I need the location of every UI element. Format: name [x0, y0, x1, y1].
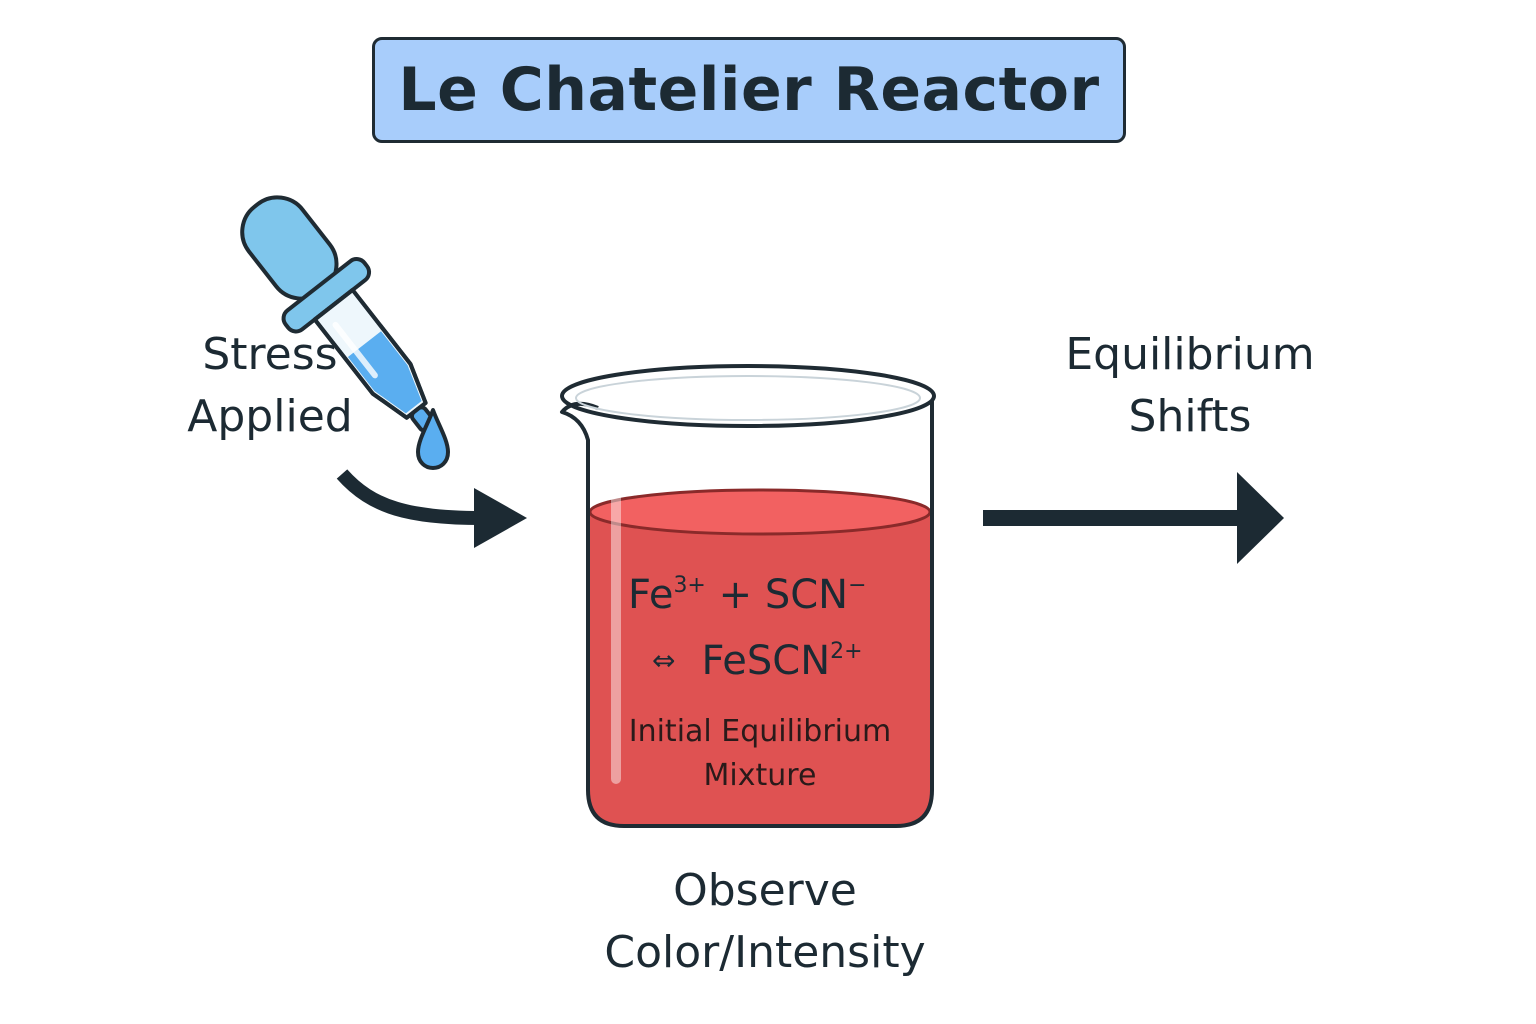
shift-line-1: Equilibrium	[1065, 329, 1315, 380]
reactant-iron: Fe	[628, 572, 674, 618]
observe-line-1: Observe	[673, 865, 857, 916]
reactant-thiocyanate-charge: −	[848, 573, 867, 598]
observe-label: Observe Color/Intensity	[540, 860, 990, 984]
page-title: Le Chatelier Reactor	[398, 55, 1100, 125]
title-box: Le Chatelier Reactor	[372, 37, 1126, 143]
reaction-equation-line-1: Fe3+ + SCN−	[628, 572, 867, 618]
curved-arrow-icon	[336, 469, 527, 548]
observe-line-2: Color/Intensity	[604, 927, 926, 978]
stress-applied-label: Stress Applied	[150, 324, 390, 448]
reactant-iron-charge: 3+	[673, 573, 706, 598]
dropper-icon	[240, 195, 437, 433]
droplet-icon	[416, 408, 450, 470]
equilibrium-shifts-label: Equilibrium Shifts	[1030, 324, 1350, 448]
product-complex-charge: 2+	[830, 639, 863, 664]
mixture-line-1: Initial Equilibrium	[628, 714, 892, 749]
right-arrow-icon	[983, 472, 1284, 564]
stress-line-1: Stress	[202, 329, 338, 380]
shift-line-2: Shifts	[1128, 391, 1252, 442]
plus-sign: +	[718, 572, 753, 618]
reaction-equation-line-2: ⇔ FeSCN2+	[652, 638, 863, 684]
product-complex: FeSCN	[701, 638, 831, 684]
reactant-thiocyanate: SCN	[764, 572, 849, 618]
stress-line-2: Applied	[187, 391, 353, 442]
beaker-icon	[560, 364, 936, 828]
mixture-label: Initial Equilibrium Mixture	[600, 710, 920, 798]
mixture-line-2: Mixture	[703, 758, 817, 793]
equilibrium-arrow-icon: ⇔	[652, 644, 676, 677]
